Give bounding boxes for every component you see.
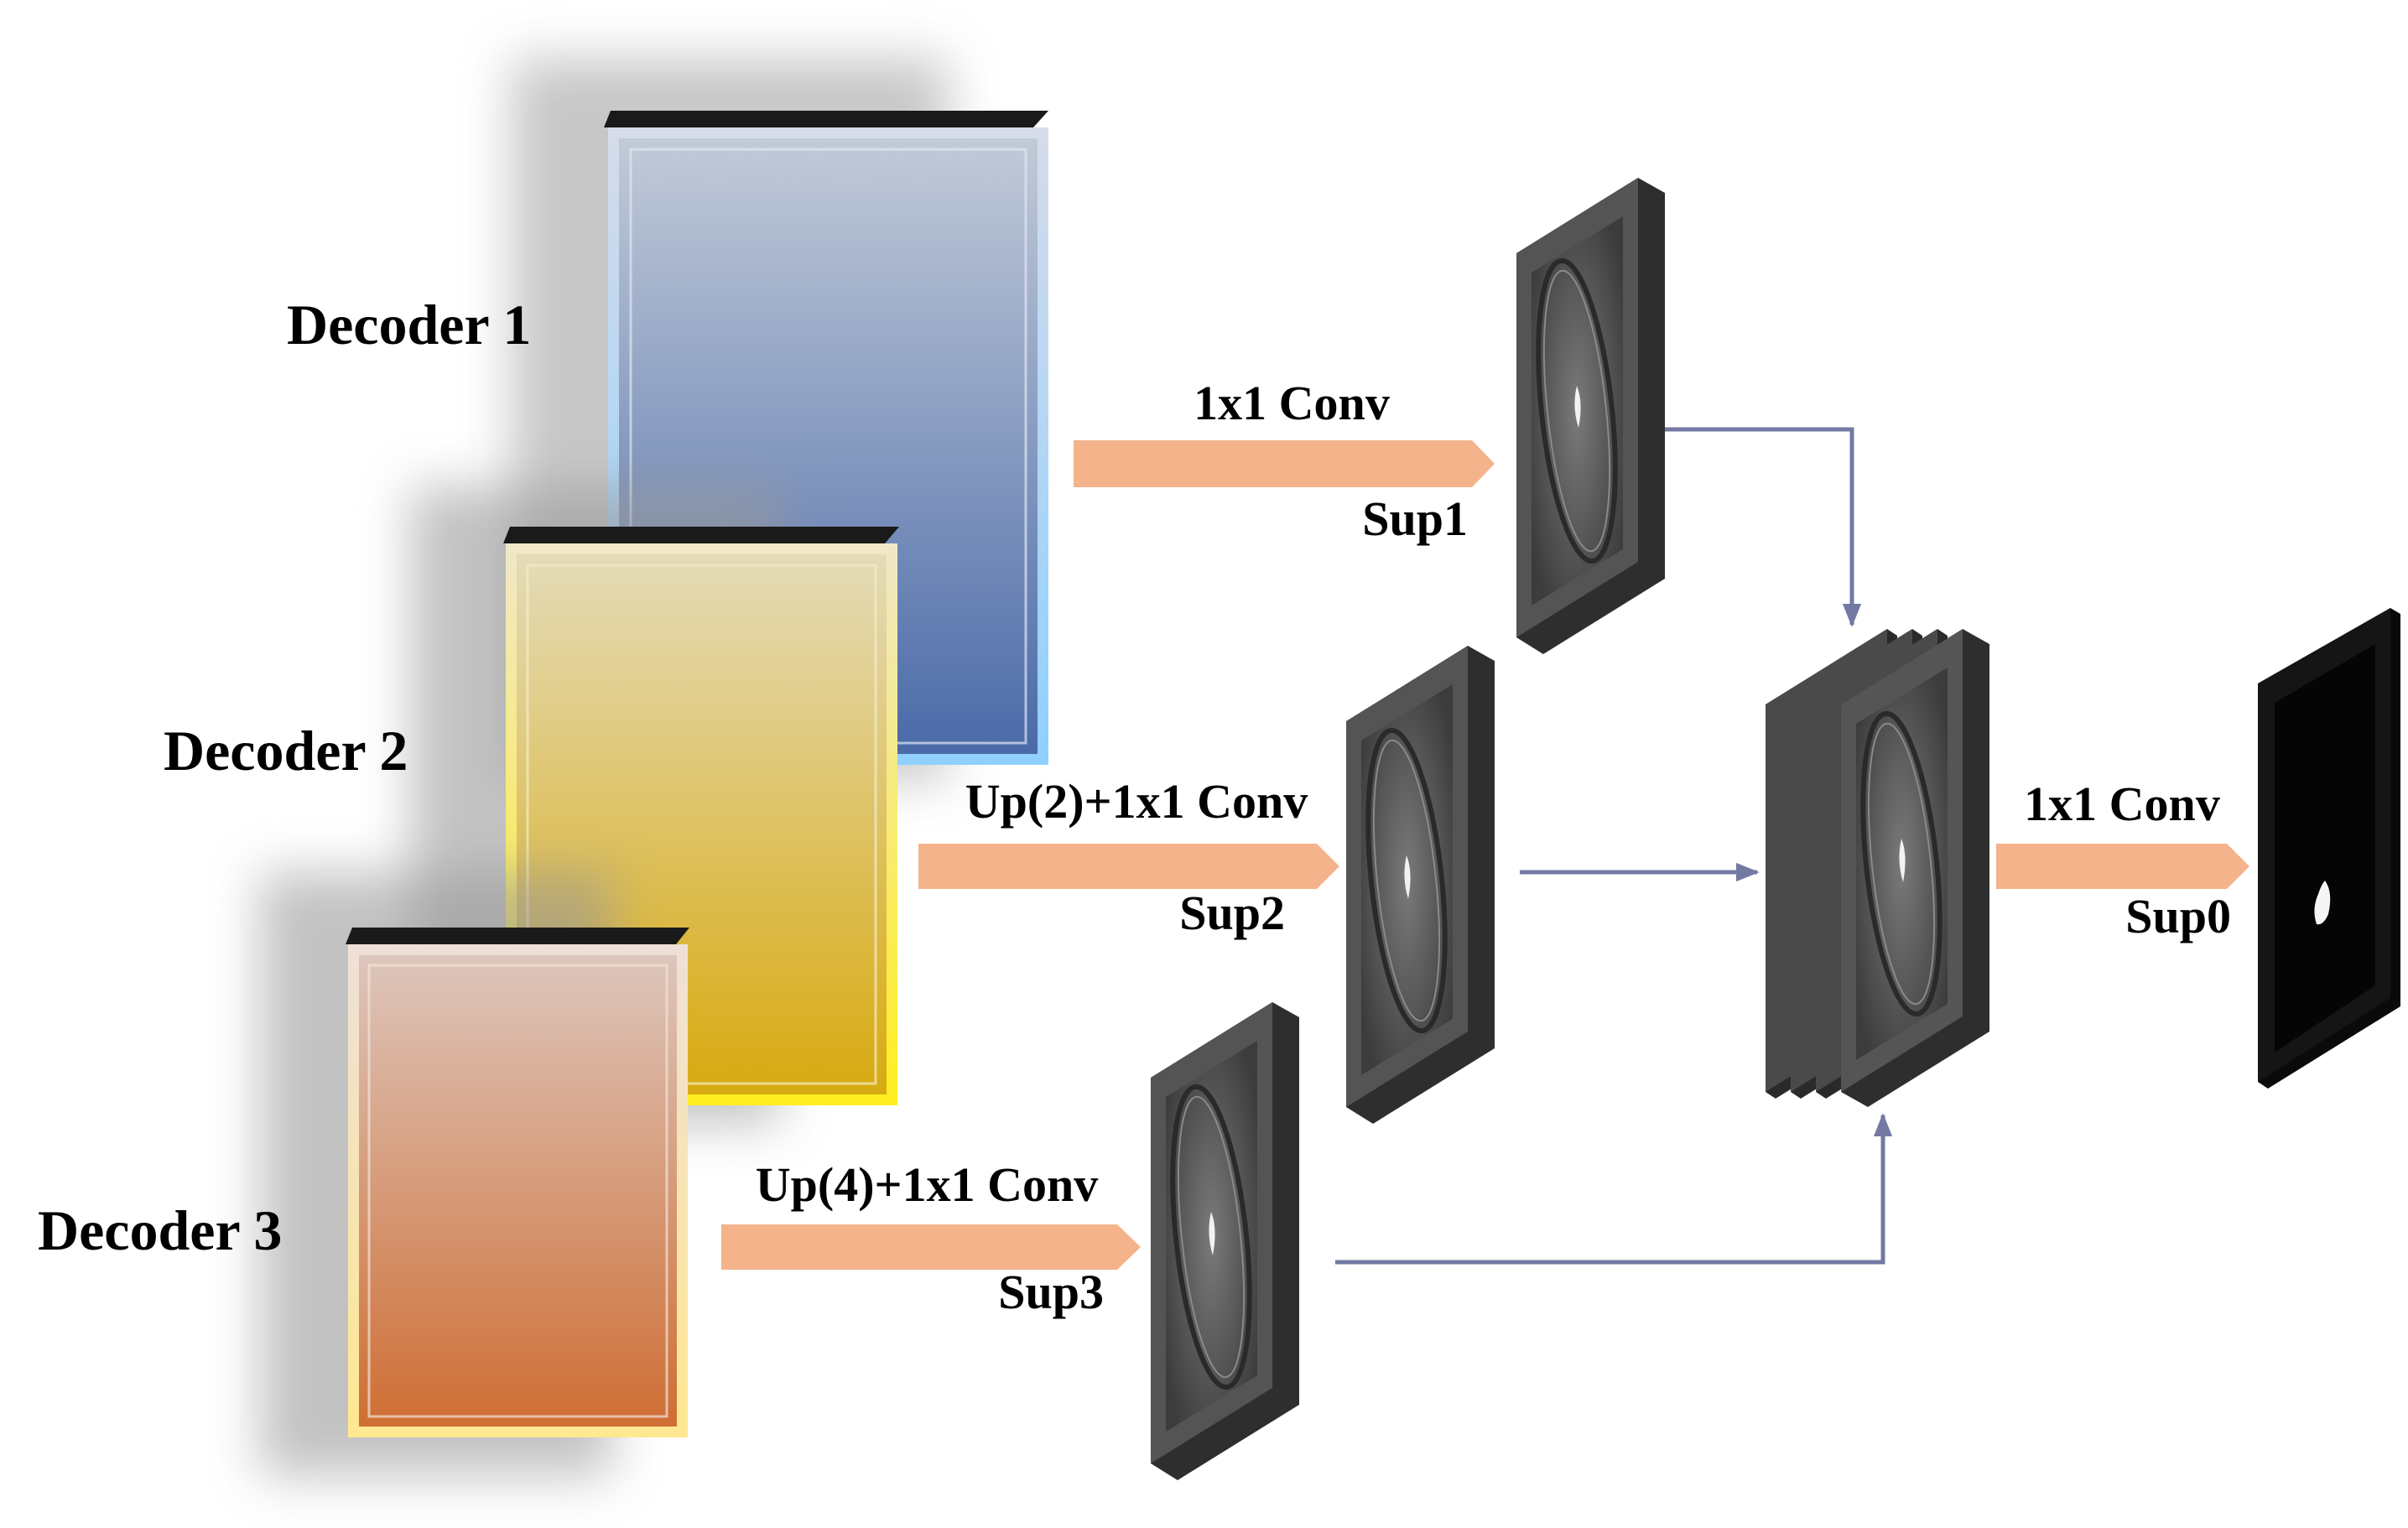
branch-2-sup-label: Sup2	[1179, 886, 1285, 940]
branch-3-sup-label: Sup3	[998, 1265, 1104, 1319]
decoder-3-block	[260, 872, 689, 1476]
branch-2-op-label: Up(2)+1x1 Conv	[965, 774, 1308, 829]
branch-2-arrow	[918, 844, 1339, 889]
branch-1-arrow	[1074, 440, 1495, 487]
segmentation-blob	[2314, 881, 2331, 925]
final-sup-label: Sup0	[2125, 889, 2231, 943]
branch-3-op-label: Up(4)+1x1 Conv	[756, 1157, 1098, 1212]
sup3-output-map	[1151, 1002, 1299, 1480]
decoder-1-label: Decoder 1	[287, 293, 531, 356]
branch-1-op-label: 1x1 Conv	[1194, 376, 1390, 430]
final-mask-output	[2258, 608, 2400, 1089]
final-op-label: 1x1 Conv	[2024, 777, 2220, 831]
concatenated-stack	[1766, 629, 1989, 1107]
final-arrow	[1996, 844, 2249, 889]
connector-sup3-to-stack	[1335, 1113, 1893, 1265]
decoder-2-label: Decoder 2	[164, 719, 408, 782]
branch-3-arrow	[721, 1224, 1141, 1270]
sup2-output-map	[1346, 646, 1495, 1124]
decoder-3-label: Decoder 3	[38, 1198, 282, 1262]
branch-1-sup-label: Sup1	[1362, 491, 1468, 546]
sup1-output-map	[1516, 178, 1665, 654]
connector-sup1-to-stack	[1665, 427, 1862, 627]
